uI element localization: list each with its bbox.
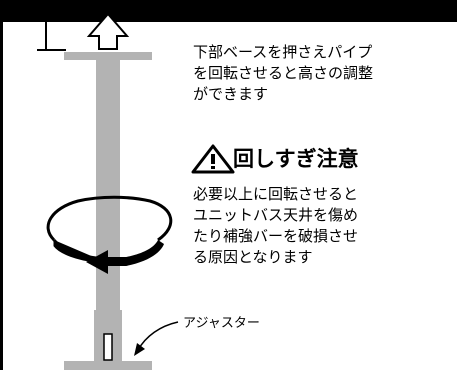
adjuster-slot (103, 333, 113, 361)
warning-body-text: 必要以上に回転させると ユニットバス天井を傷め たり補強バーを破損させ る原因と… (193, 185, 359, 266)
left-frame-line (0, 0, 3, 370)
adjuster-label: アジャスター (183, 316, 260, 331)
up-arrow-icon (86, 12, 130, 50)
warning-triangle-icon (191, 144, 235, 174)
warning-title: 回しすぎ注意 (233, 147, 359, 171)
top-plate (64, 52, 152, 60)
ceiling-bracket (37, 22, 66, 51)
pointer-arrow-icon (134, 321, 179, 356)
top-border-band (0, 0, 457, 22)
base-plate (64, 361, 152, 370)
rotation-arrow-icon (46, 195, 173, 274)
adjustment-instruction-text: 下部ベースを押さえパイプ を回転させると高さの調整 ができます (193, 43, 374, 103)
